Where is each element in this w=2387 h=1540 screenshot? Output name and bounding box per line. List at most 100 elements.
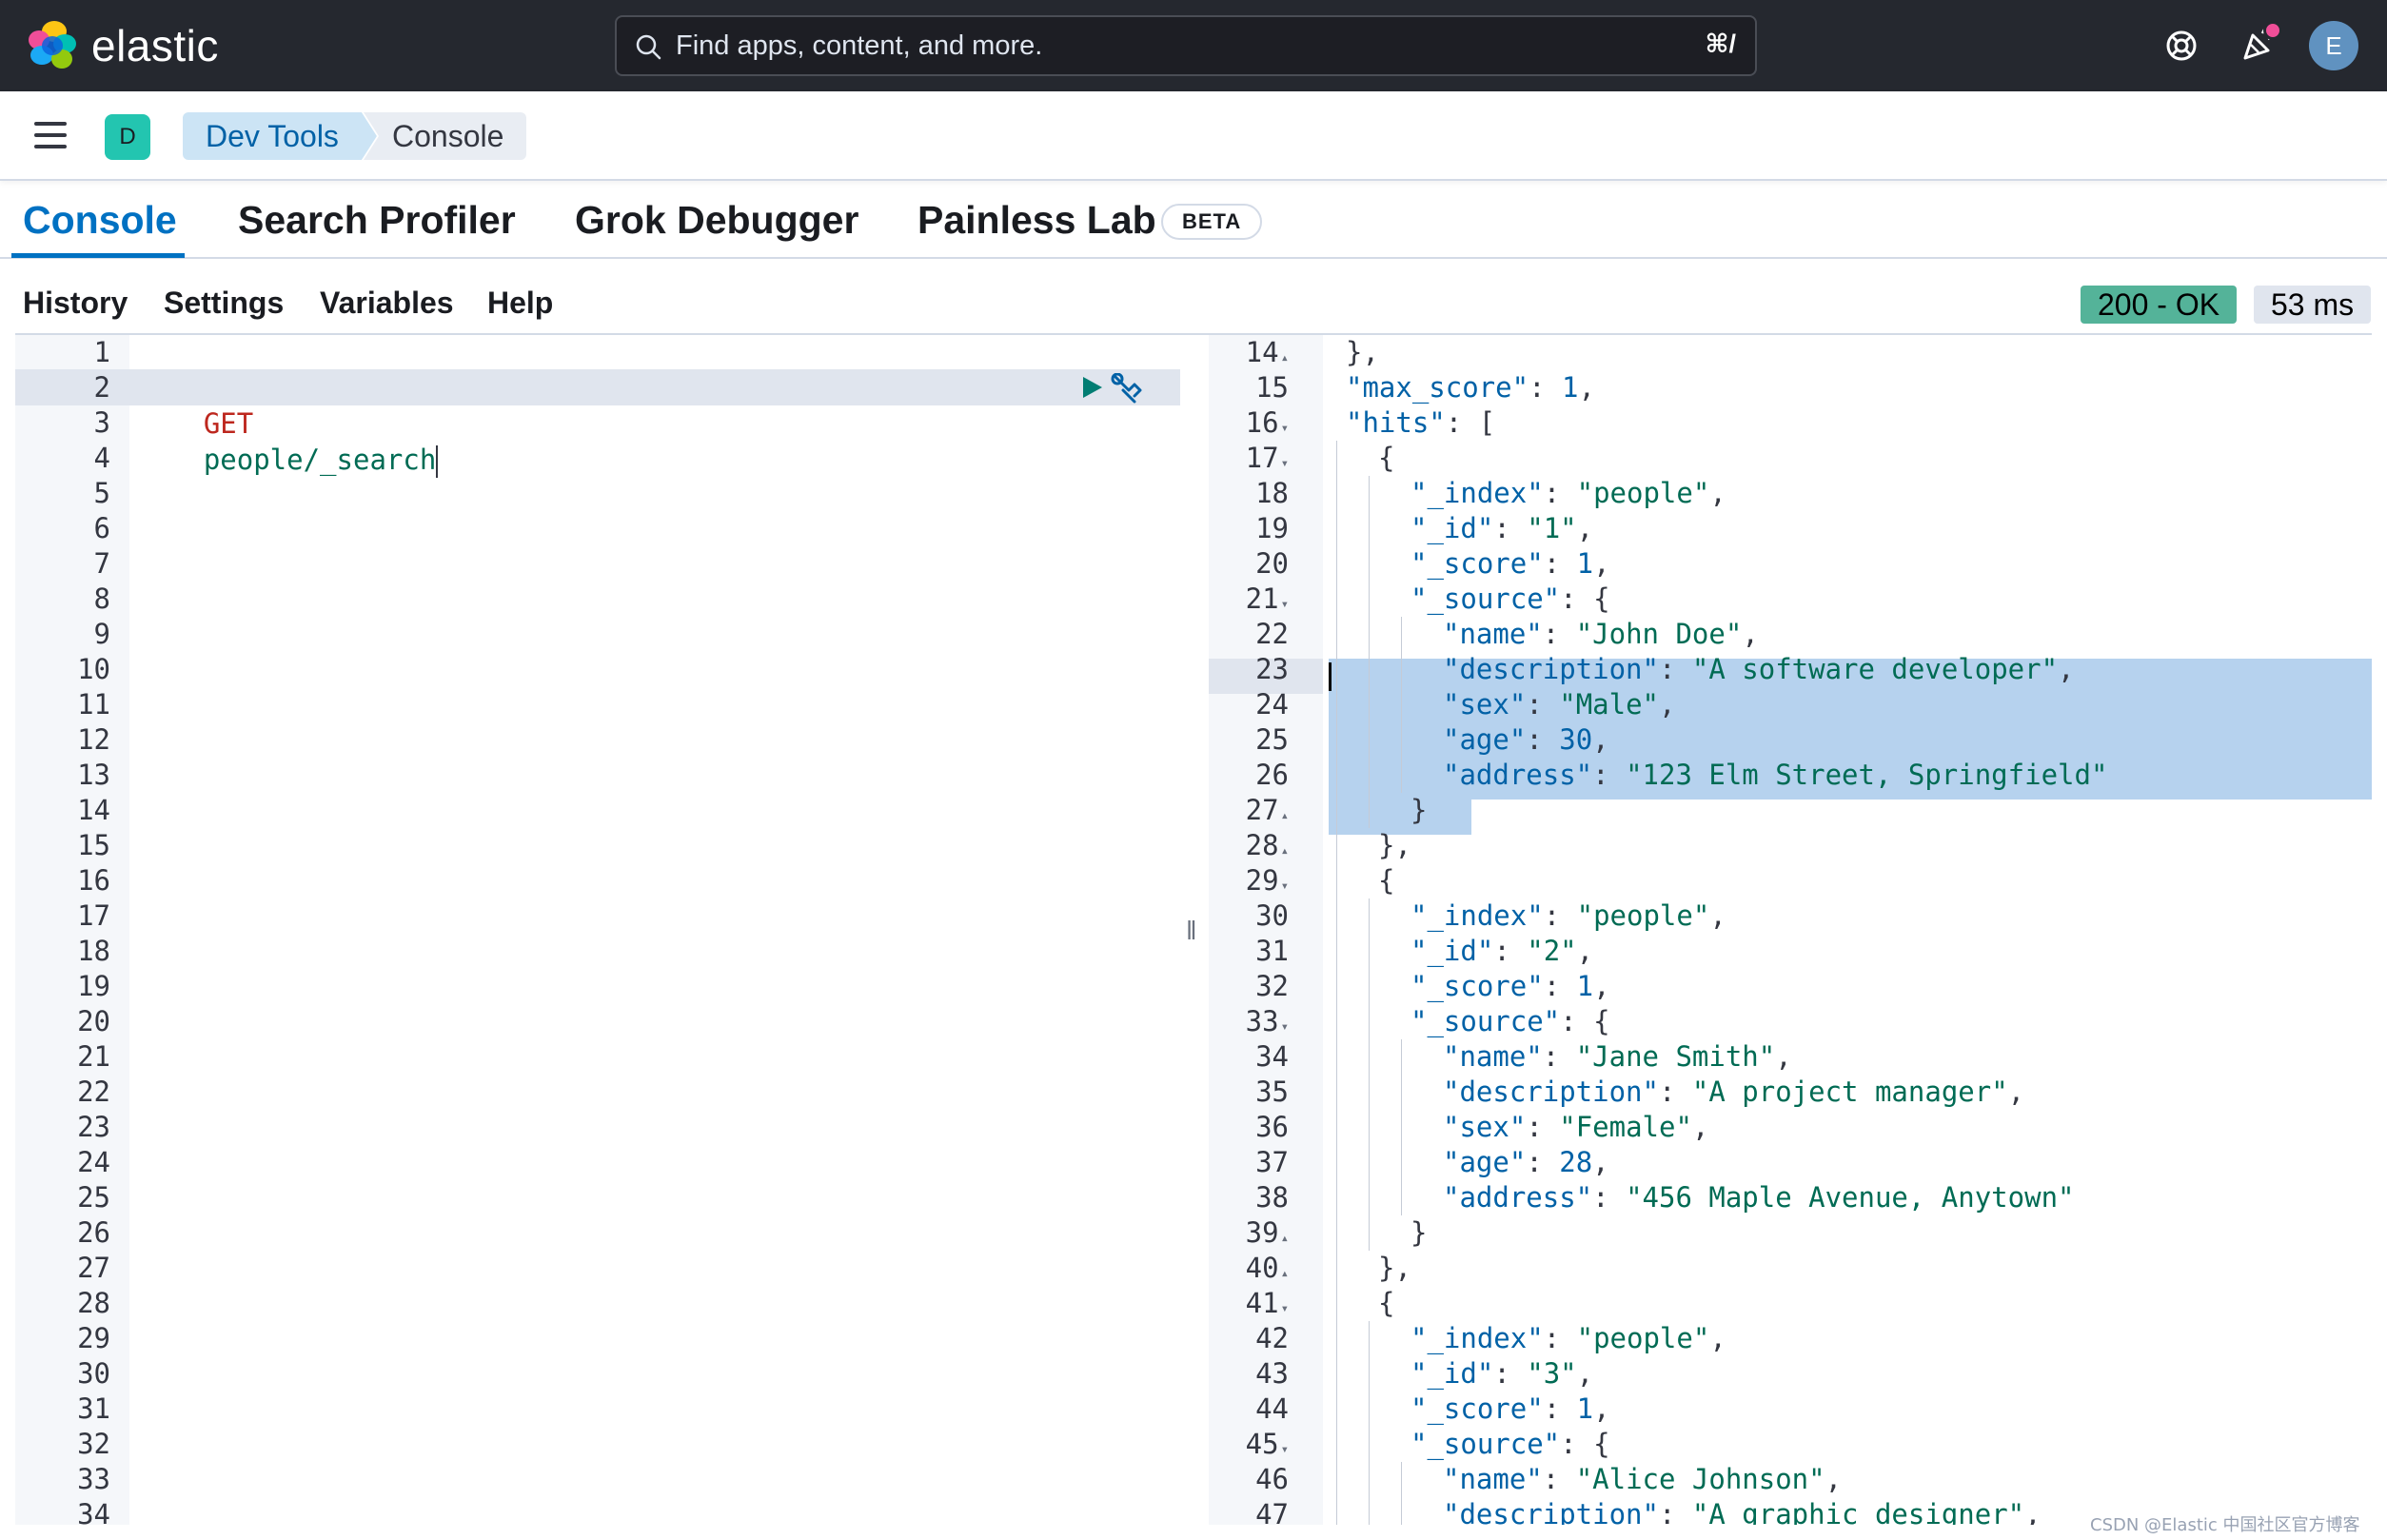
line-number: 29▾ <box>1245 864 1289 897</box>
indent-guide <box>1369 1321 1370 1525</box>
history-link[interactable]: History <box>23 286 128 320</box>
response-code-line: "_index": "people", <box>1410 477 1726 509</box>
request-line[interactable]: GET people/_search <box>137 369 439 514</box>
line-number: 9 <box>93 618 110 650</box>
menu-toggle-button[interactable] <box>34 122 72 150</box>
fold-toggle-icon[interactable]: ▴ <box>1280 1266 1289 1281</box>
indent-guide <box>1369 898 1370 1251</box>
selection-highlight <box>1329 659 2372 800</box>
response-code-line: "sex": "Male", <box>1443 688 1676 721</box>
indent-guide <box>1401 1462 1402 1525</box>
tab-grok-debugger[interactable]: Grok Debugger <box>575 198 859 242</box>
watermark: CSDN @Elastic 中国社区官方博客 <box>2090 1515 2360 1535</box>
tab-painless-lab[interactable]: Painless Lab <box>917 198 1156 242</box>
line-number: 2 <box>93 371 110 404</box>
line-number: 18 <box>1255 477 1289 509</box>
request-gutter <box>15 335 129 1525</box>
line-number: 12 <box>77 723 110 756</box>
line-number: 33 <box>77 1463 110 1495</box>
line-number: 31 <box>77 1392 110 1425</box>
response-code-line: "_index": "people", <box>1410 1322 1726 1354</box>
response-code-line: "_id": "2", <box>1410 935 1594 967</box>
fold-toggle-icon[interactable]: ▴ <box>1280 350 1289 365</box>
response-code-line: } <box>1410 1216 1428 1249</box>
line-number: 29 <box>77 1322 110 1354</box>
search-shortcut: ⌘/ <box>1705 30 1736 58</box>
response-code-line: "name": "John Doe", <box>1443 618 1759 650</box>
help-link[interactable]: Help <box>487 286 554 320</box>
fold-toggle-icon[interactable]: ▾ <box>1280 1442 1289 1457</box>
send-request-button[interactable] <box>1079 375 1104 400</box>
breadcrumb-dev-tools[interactable]: Dev Tools <box>183 112 377 160</box>
user-avatar[interactable]: E <box>2309 21 2358 70</box>
indent-guide <box>1336 441 1337 1525</box>
line-number: 45▾ <box>1245 1428 1289 1460</box>
line-number: 33▾ <box>1245 1005 1289 1037</box>
tab-search-profiler[interactable]: Search Profiler <box>238 198 516 242</box>
response-code-line: "_score": 1, <box>1410 1392 1610 1425</box>
line-number: 16 <box>77 864 110 897</box>
line-number: 28 <box>77 1287 110 1319</box>
elastic-logo-icon <box>29 21 78 70</box>
line-number: 1 <box>93 336 110 368</box>
line-number: 15 <box>1255 371 1289 404</box>
line-number: 6 <box>93 512 110 544</box>
wrench-icon[interactable] <box>1110 373 1144 404</box>
active-tab-indicator <box>11 253 185 258</box>
line-number: 37 <box>1255 1146 1289 1178</box>
request-path: people/_search <box>203 444 437 476</box>
beta-badge: BETA <box>1161 204 1263 240</box>
response-code-line: "_index": "people", <box>1410 899 1726 932</box>
variables-link[interactable]: Variables <box>320 286 454 320</box>
help-button[interactable] <box>2157 21 2206 70</box>
search-input[interactable] <box>676 25 1666 67</box>
line-number: 17 <box>77 899 110 932</box>
response-code-line: "max_score": 1, <box>1346 371 1595 404</box>
line-number: 22 <box>1255 618 1289 650</box>
fold-toggle-icon[interactable]: ▴ <box>1280 1231 1289 1246</box>
fold-toggle-icon[interactable]: ▾ <box>1280 456 1289 471</box>
response-code-line: }, <box>1378 829 1411 861</box>
space-avatar[interactable]: D <box>105 114 150 160</box>
line-number: 44 <box>1255 1392 1289 1425</box>
line-number: 21 <box>77 1040 110 1073</box>
response-code-line: "_score": 1, <box>1410 970 1610 1002</box>
editor-top-border <box>15 333 2372 335</box>
indent-guide <box>1401 1039 1402 1215</box>
breadcrumb-console: Console <box>364 112 527 160</box>
line-number: 23 <box>77 1111 110 1143</box>
response-code-line: "address": "456 Maple Avenue, Anytown" <box>1443 1181 2075 1214</box>
selected-line-gutter <box>1209 659 1323 694</box>
line-number: 34 <box>77 1498 110 1525</box>
active-line-highlight <box>15 369 1180 405</box>
line-number: 39▴ <box>1245 1216 1289 1249</box>
settings-link[interactable]: Settings <box>164 286 285 320</box>
response-code-line: "description": "A graphic designer", <box>1443 1498 2042 1525</box>
elastic-logo[interactable]: elastic <box>29 21 219 70</box>
fold-toggle-icon[interactable]: ▾ <box>1280 597 1289 612</box>
response-code-line: } <box>1410 794 1428 826</box>
line-number: 19 <box>1255 512 1289 544</box>
response-code-line: }, <box>1346 336 1379 368</box>
response-code-line: "sex": "Female", <box>1443 1111 1709 1143</box>
fold-toggle-icon[interactable]: ▾ <box>1280 1301 1289 1316</box>
global-search[interactable]: ⌘/ <box>615 15 1757 76</box>
line-number: 13 <box>77 759 110 791</box>
fold-toggle-icon[interactable]: ▾ <box>1280 1019 1289 1035</box>
line-number: 40▴ <box>1245 1252 1289 1284</box>
response-code-line: "_id": "1", <box>1410 512 1594 544</box>
response-code-line: { <box>1378 1287 1395 1319</box>
line-number: 11 <box>77 688 110 721</box>
fold-toggle-icon[interactable]: ▾ <box>1280 879 1289 894</box>
response-code-line: "_score": 1, <box>1410 547 1610 580</box>
tab-console[interactable]: Console <box>23 198 177 242</box>
line-number: 7 <box>93 547 110 580</box>
pane-resizer[interactable]: ‖ <box>1186 916 1197 945</box>
fold-toggle-icon[interactable]: ▴ <box>1280 808 1289 823</box>
response-code-line: { <box>1378 864 1395 897</box>
response-code-line: "_source": { <box>1410 582 1610 615</box>
fold-toggle-icon[interactable]: ▾ <box>1280 421 1289 436</box>
fold-toggle-icon[interactable]: ▴ <box>1280 843 1289 859</box>
